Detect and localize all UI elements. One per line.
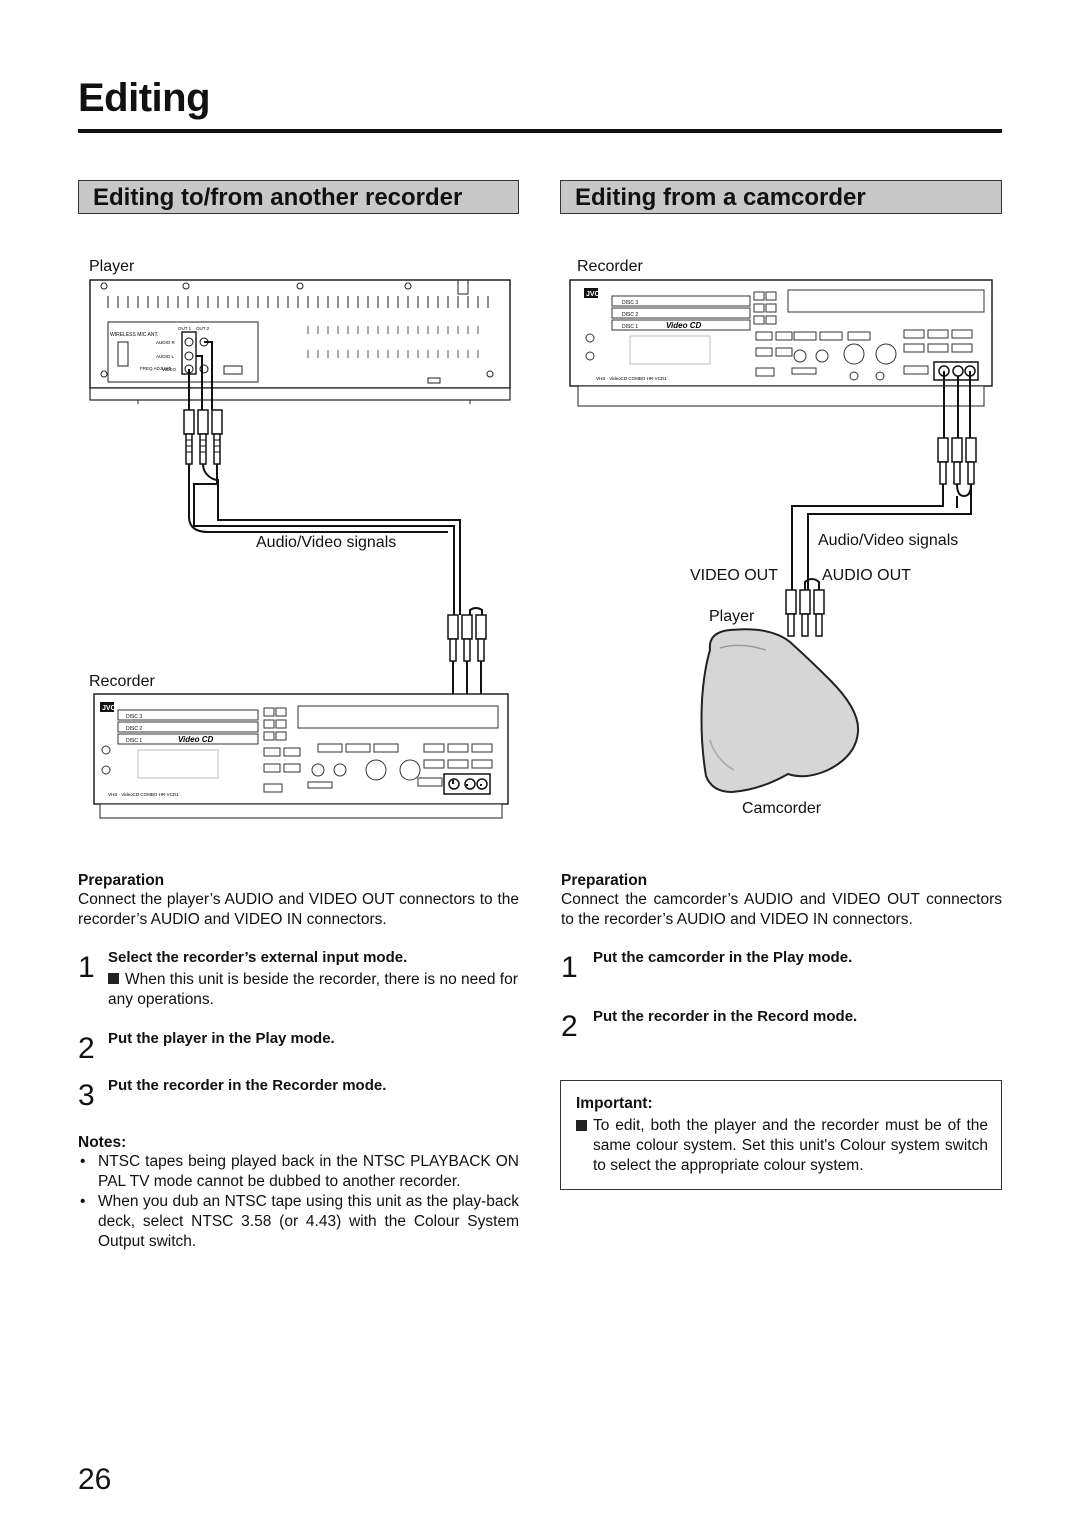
camcorder-illustration xyxy=(700,628,860,794)
out2-label: OUT 2 xyxy=(196,326,210,331)
left-step-1-detail: When this unit is beside the recorder, t… xyxy=(108,971,518,1008)
disc3-label-right: DISC 3 xyxy=(622,300,638,306)
note-item: NTSC tapes being played back in the NTSC… xyxy=(78,1152,519,1192)
disc3-label: DISC 3 xyxy=(126,714,142,720)
videocd-logo: Video CD xyxy=(178,735,213,744)
disc1-label-right: DISC 1 xyxy=(622,324,638,330)
left-step-1-number: 1 xyxy=(78,951,95,984)
left-connection-diagram: WIRELESS MIC ANT. AUDIO R AUDIO L VIDEO … xyxy=(89,279,511,819)
notes-title: Notes: xyxy=(78,1134,127,1151)
freq-label: FREQ ADJUST xyxy=(140,366,171,371)
audio-l-label: AUDIO L xyxy=(156,354,175,359)
plug-cluster-camcorder xyxy=(785,589,825,637)
label-signals-right: Audio/Video signals xyxy=(818,532,959,549)
label-audio-out: AUDIO OUT xyxy=(822,567,911,584)
important-body: To edit, both the player and the recorde… xyxy=(576,1116,988,1176)
disc1-label: DISC 1 xyxy=(126,738,142,744)
brand-logo: JVC xyxy=(102,705,116,712)
section-heading-right: Editing from a camcorder xyxy=(560,180,1002,214)
left-step-1-detail-wrap: When this unit is beside the recorder, t… xyxy=(108,970,519,1010)
label-recorder-left: Recorder xyxy=(89,673,155,690)
plug-cluster-recorder xyxy=(447,614,487,662)
right-preparation-text: Connect the camcorder’s AUDIO and VIDEO … xyxy=(561,891,1002,928)
brand-logo-right: JVC xyxy=(586,291,600,298)
label-signals-left: Audio/Video signals xyxy=(256,534,397,551)
label-camcorder: Camcorder xyxy=(742,800,822,817)
page-title: Editing xyxy=(78,76,211,120)
label-video-out: VIDEO OUT xyxy=(690,567,779,584)
left-preparation-text: Connect the player’s AUDIO and VIDEO OUT… xyxy=(78,891,519,928)
label-player-left: Player xyxy=(89,258,135,275)
model-label: VHS · VideoCD COMBO HR-VCD1 xyxy=(108,792,179,797)
recorder-front-panel-right: JVC DISC 3 DISC 2 DISC 1 Video CD VHS · … xyxy=(569,279,993,407)
left-step-2-title: Put the player in the Play mode. xyxy=(108,1030,335,1047)
important-text: To edit, both the player and the recorde… xyxy=(593,1117,988,1174)
disc2-label-right: DISC 2 xyxy=(622,312,638,318)
label-recorder-right: Recorder xyxy=(577,258,643,275)
left-step-3-title: Put the recorder in the Recorder mode. xyxy=(108,1077,387,1094)
disc2-label: DISC 2 xyxy=(126,726,142,732)
audio-r-label: AUDIO R xyxy=(156,340,176,345)
plug-cluster-player xyxy=(183,409,223,465)
player-rear-panel: WIRELESS MIC ANT. AUDIO R AUDIO L VIDEO … xyxy=(89,279,511,404)
section-heading-left: Editing to/from another recorder xyxy=(78,180,519,214)
right-step-2-title: Put the recorder in the Record mode. xyxy=(593,1008,858,1025)
recorder-front-panel-left: JVC DISC 3 DISC 2 DISC 1 Video CD VHS · … xyxy=(93,693,509,819)
square-bullet-icon xyxy=(576,1120,587,1131)
important-box: Important: To edit, both the player and … xyxy=(560,1080,1002,1190)
video-label: VIDEO xyxy=(162,367,177,372)
left-step-2-number: 2 xyxy=(78,1032,95,1065)
videocd-logo-right: Video CD xyxy=(666,321,701,330)
label-player-right: Player xyxy=(709,608,755,625)
right-step-2-number: 2 xyxy=(561,1010,578,1043)
notes-list: NTSC tapes being played back in the NTSC… xyxy=(78,1152,519,1252)
left-step-1-title: Select the recorder’s external input mod… xyxy=(108,949,408,966)
left-preparation-title: Preparation xyxy=(78,872,165,889)
model-label-right: VHS · VideoCD COMBO HR-VCD1 xyxy=(596,376,667,381)
right-step-1-number: 1 xyxy=(561,951,578,984)
right-connection-diagram: JVC DISC 3 DISC 2 DISC 1 Video CD VHS · … xyxy=(569,279,993,794)
square-bullet-icon xyxy=(108,973,119,984)
right-preparation-title: Preparation xyxy=(561,872,648,889)
plug-cluster-top-right xyxy=(937,437,977,485)
right-step-1-title: Put the camcorder in the Play mode. xyxy=(593,949,853,966)
out1-label: OUT 1 xyxy=(178,326,192,331)
page-number: 26 xyxy=(78,1463,112,1496)
note-item: When you dub an NTSC tape using this uni… xyxy=(78,1192,519,1252)
important-title: Important: xyxy=(576,1095,653,1112)
wireless-label: WIRELESS MIC ANT. xyxy=(110,332,158,338)
title-rule xyxy=(78,129,1002,133)
left-step-3-number: 3 xyxy=(78,1079,95,1112)
